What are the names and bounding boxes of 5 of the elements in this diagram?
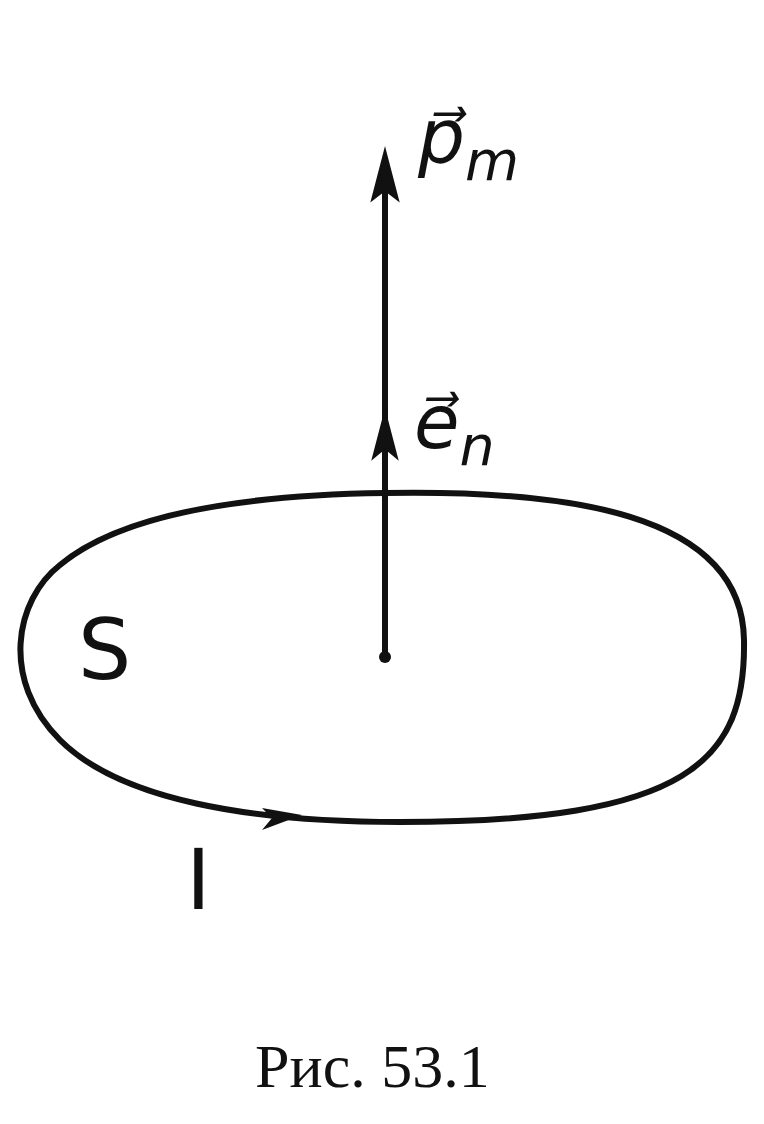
vector-label: e⃗$_{n}$: [414, 385, 495, 474]
vector-label: p⃗$_{m}$: [418, 100, 520, 189]
area-label: S: [78, 608, 132, 692]
current-label: I: [186, 838, 211, 922]
figure-caption: Рис. 53.1: [255, 1035, 490, 1097]
